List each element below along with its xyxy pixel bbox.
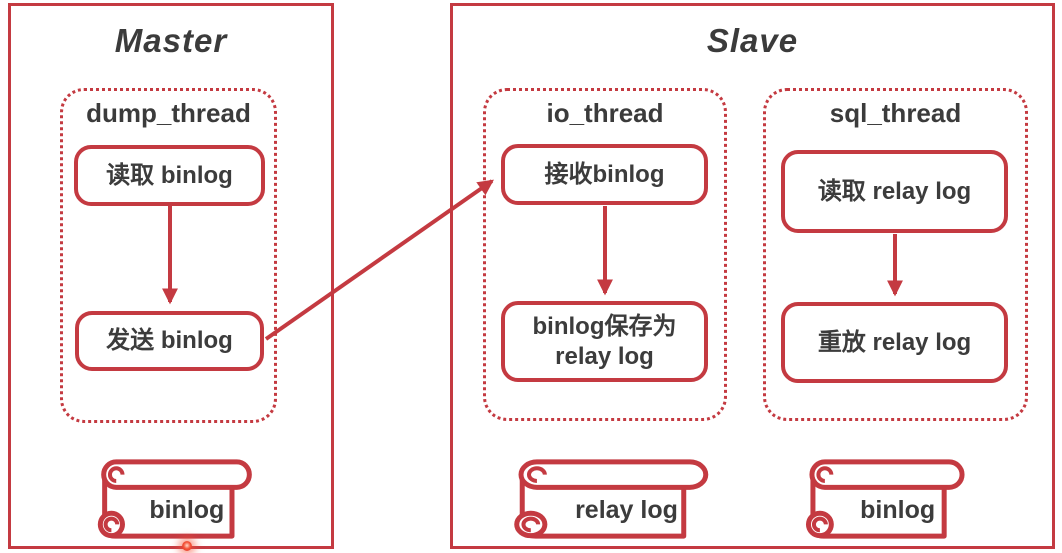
- scroll-icon: [803, 459, 972, 542]
- sql-thread-label: sql_thread: [829, 98, 962, 128]
- dump-thread-label: dump_thread: [86, 98, 251, 128]
- master-binlog-label: binlog: [149, 495, 225, 524]
- scroll-icon: [510, 459, 718, 542]
- slave-binlog-label: binlog: [860, 495, 936, 524]
- step-replay-relay-log: 重放 relay log: [781, 302, 1008, 383]
- slave-panel: Slave io_thread 接收binlog binlog保存为 relay…: [450, 3, 1055, 549]
- sql-thread-box: sql_thread 读取 relay log 重放 relay log: [763, 88, 1028, 421]
- pointer-dot: [182, 541, 192, 551]
- master-panel: Master dump_thread 读取 binlog 发送 binlog b…: [8, 3, 334, 549]
- relay-log-label: relay log: [575, 495, 678, 524]
- dump-thread-box: dump_thread 读取 binlog 发送 binlog: [60, 88, 277, 423]
- step-save-relay-log: binlog保存为 relay log: [501, 301, 708, 382]
- step-read-relay-log: 读取 relay log: [781, 150, 1008, 233]
- slave-title: Slave: [706, 22, 799, 59]
- slave-binlog-scroll: binlog: [803, 459, 972, 542]
- step-read-binlog: 读取 binlog: [74, 145, 265, 206]
- relay-log-scroll: relay log: [510, 459, 718, 542]
- step-receive-binlog: 接收binlog: [501, 144, 708, 205]
- master-title: Master: [114, 22, 228, 59]
- step-send-binlog: 发送 binlog: [75, 311, 264, 371]
- master-binlog-scroll: binlog: [95, 459, 259, 542]
- io-thread-box: io_thread 接收binlog binlog保存为 relay log: [483, 88, 727, 421]
- scroll-icon: [95, 459, 259, 542]
- io-thread-label: io_thread: [546, 98, 664, 128]
